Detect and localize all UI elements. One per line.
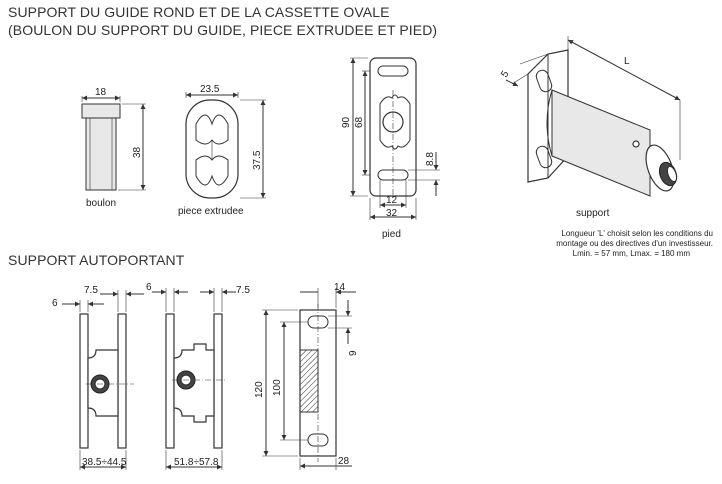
support-tube xyxy=(551,89,651,197)
piece-upper-cut xyxy=(195,114,229,145)
dim-piece-width: 23.5 xyxy=(200,84,220,95)
caption-pied: pied xyxy=(382,229,401,240)
pied-drawing: 90 68 8.8 12 32 pied xyxy=(341,57,440,240)
support-screw xyxy=(632,140,640,148)
pied-center-cutout xyxy=(379,94,411,150)
piece-lower-cut xyxy=(195,155,229,186)
dim-auto2-bottom: 51.8÷57.8 xyxy=(174,457,219,468)
note-line-1: Longueur 'L' choisit selon les condition… xyxy=(561,229,713,238)
autoportant-3-drawing: 14 9 120 100 28 xyxy=(254,282,359,470)
dim-pied-inner-height: 68 xyxy=(354,116,365,128)
dim-auto1-left: 6 xyxy=(52,298,58,309)
dim-auto1-bottom: 38.5÷44.5 xyxy=(82,457,127,468)
auto2-right-plate xyxy=(213,313,223,449)
caption-piece-extrudee: piece extrudee xyxy=(178,206,244,217)
dim-pied-inner-width: 12 xyxy=(386,195,398,206)
auto1-right-plate xyxy=(117,313,127,449)
caption-support: support xyxy=(576,208,610,219)
auto2-left-plate xyxy=(165,313,175,449)
pied-top-slot xyxy=(377,65,409,77)
dim-piece-height: 37.5 xyxy=(252,150,263,170)
dim-auto1-right: 7.5 xyxy=(84,285,98,296)
dim-auto3-top: 14 xyxy=(334,282,346,293)
main-title-line2: (BOULON DU SUPPORT DU GUIDE, PIECE EXTRU… xyxy=(8,22,438,38)
dim-boulon-width: 18 xyxy=(95,87,107,98)
support-plate-slot-bottom xyxy=(535,145,553,169)
boulon-head xyxy=(81,103,121,119)
support-plate-slot-top xyxy=(535,69,553,93)
dim-auto3-side: 9 xyxy=(348,350,359,356)
boulon-body xyxy=(85,117,117,191)
dim-pied-slot: 8.8 xyxy=(425,152,436,166)
auto1-left-plate xyxy=(79,313,89,449)
main-title-line1: SUPPORT DU GUIDE ROND ET DE LA CASSETTE … xyxy=(8,4,390,20)
dim-auto2-left: 6 xyxy=(146,282,152,293)
dim-support-thickness: 5 xyxy=(499,69,512,80)
dim-auto3-bottom: 28 xyxy=(338,456,350,467)
note-line-2: montage ou des directives d'un investiss… xyxy=(556,239,713,248)
autoportant-1-drawing: 6 7.5 38.5÷44.5 xyxy=(52,285,144,470)
section-title-autoportant: SUPPORT AUTOPORTANT xyxy=(8,252,185,268)
dim-pied-width: 32 xyxy=(386,208,398,219)
dim-auto2-right: 7.5 xyxy=(236,285,250,296)
dim-boulon-height: 38 xyxy=(132,146,143,158)
dim-support-length: L xyxy=(624,56,630,67)
dim-pied-outer-height: 90 xyxy=(341,116,352,128)
autoportant-2-drawing: 6 7.5 51.8÷57.8 xyxy=(146,282,250,470)
boulon-drawing: 18 38 boulon xyxy=(81,87,146,209)
dim-auto3-inner: 100 xyxy=(272,379,283,396)
piece-extrudee-drawing: 23.5 37.5 piece extrudee xyxy=(178,84,266,217)
auto3-hatched-section xyxy=(299,349,319,413)
caption-boulon: boulon xyxy=(86,198,116,209)
support-drawing: 5 L support Longueur 'L' choisit selon l… xyxy=(499,36,713,258)
note-line-3: Lmin. = 57 mm, Lmax. = 180 mm xyxy=(573,249,691,258)
dim-auto3-outer: 120 xyxy=(254,381,265,398)
